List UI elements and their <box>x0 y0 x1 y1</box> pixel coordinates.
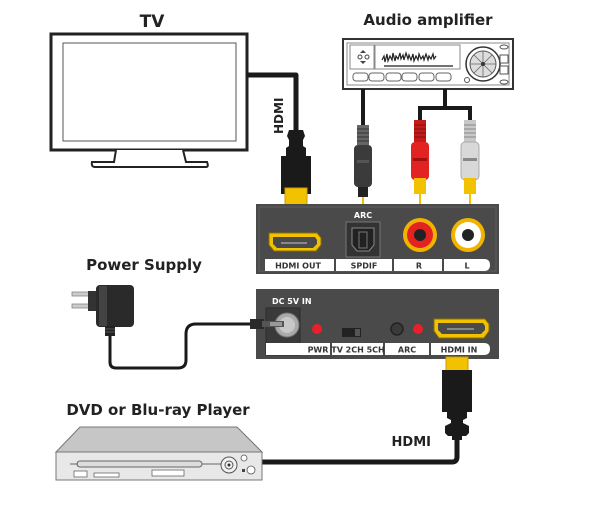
spdif-port <box>345 221 381 258</box>
arc-button[interactable] <box>390 322 404 336</box>
player-title: DVD or Blu-ray Player <box>66 401 250 419</box>
optical-cable <box>354 89 372 206</box>
hdmi-label-top: HDMI <box>272 98 286 134</box>
tv-icon <box>49 32 249 168</box>
hdmi-out-port <box>268 232 322 252</box>
dc-plug <box>250 319 284 329</box>
output-panel: ARC HDMI OUT SPDIF R L <box>256 204 499 274</box>
power-cable <box>108 322 262 370</box>
hdmi-cable-bottom: HDMI <box>262 356 472 465</box>
pwr-led-icon <box>312 324 322 334</box>
rca-r-port <box>403 218 437 252</box>
port-label-hdmi-in: HDMI IN <box>441 346 478 355</box>
power-supply-title: Power Supply <box>86 256 202 274</box>
hdmi-in-port <box>433 318 490 339</box>
amplifier-icon <box>342 38 514 90</box>
port-label-hdmi-out: HDMI OUT <box>275 262 321 271</box>
rca-cable <box>411 89 480 206</box>
dc-input-label: DC 5V IN <box>272 297 312 306</box>
hdmi-label-bottom: HDMI <box>392 435 431 450</box>
port-label-pwr: PWR <box>308 346 329 355</box>
power-adapter-icon <box>71 285 134 336</box>
input-panel: DC 5V IN PWR TV 2CH 5CH ARC HDMI IN <box>256 289 499 359</box>
mode-switch[interactable] <box>342 328 361 337</box>
port-label-mode: TV 2CH 5CH <box>331 346 384 355</box>
port-label-arc: ARC <box>398 346 416 355</box>
port-label-l: L <box>464 262 469 271</box>
tv-title: TV <box>140 12 166 32</box>
port-label-r: R <box>416 262 422 271</box>
dvd-player-icon <box>54 426 264 481</box>
rca-l-port <box>451 218 485 252</box>
arc-label: ARC <box>354 211 372 220</box>
amplifier-title: Audio amplifier <box>363 11 493 29</box>
port-label-spdif: SPDIF <box>351 262 378 271</box>
hdmi-cable-top: HDMI <box>247 72 311 207</box>
arc-led-icon <box>413 324 423 334</box>
